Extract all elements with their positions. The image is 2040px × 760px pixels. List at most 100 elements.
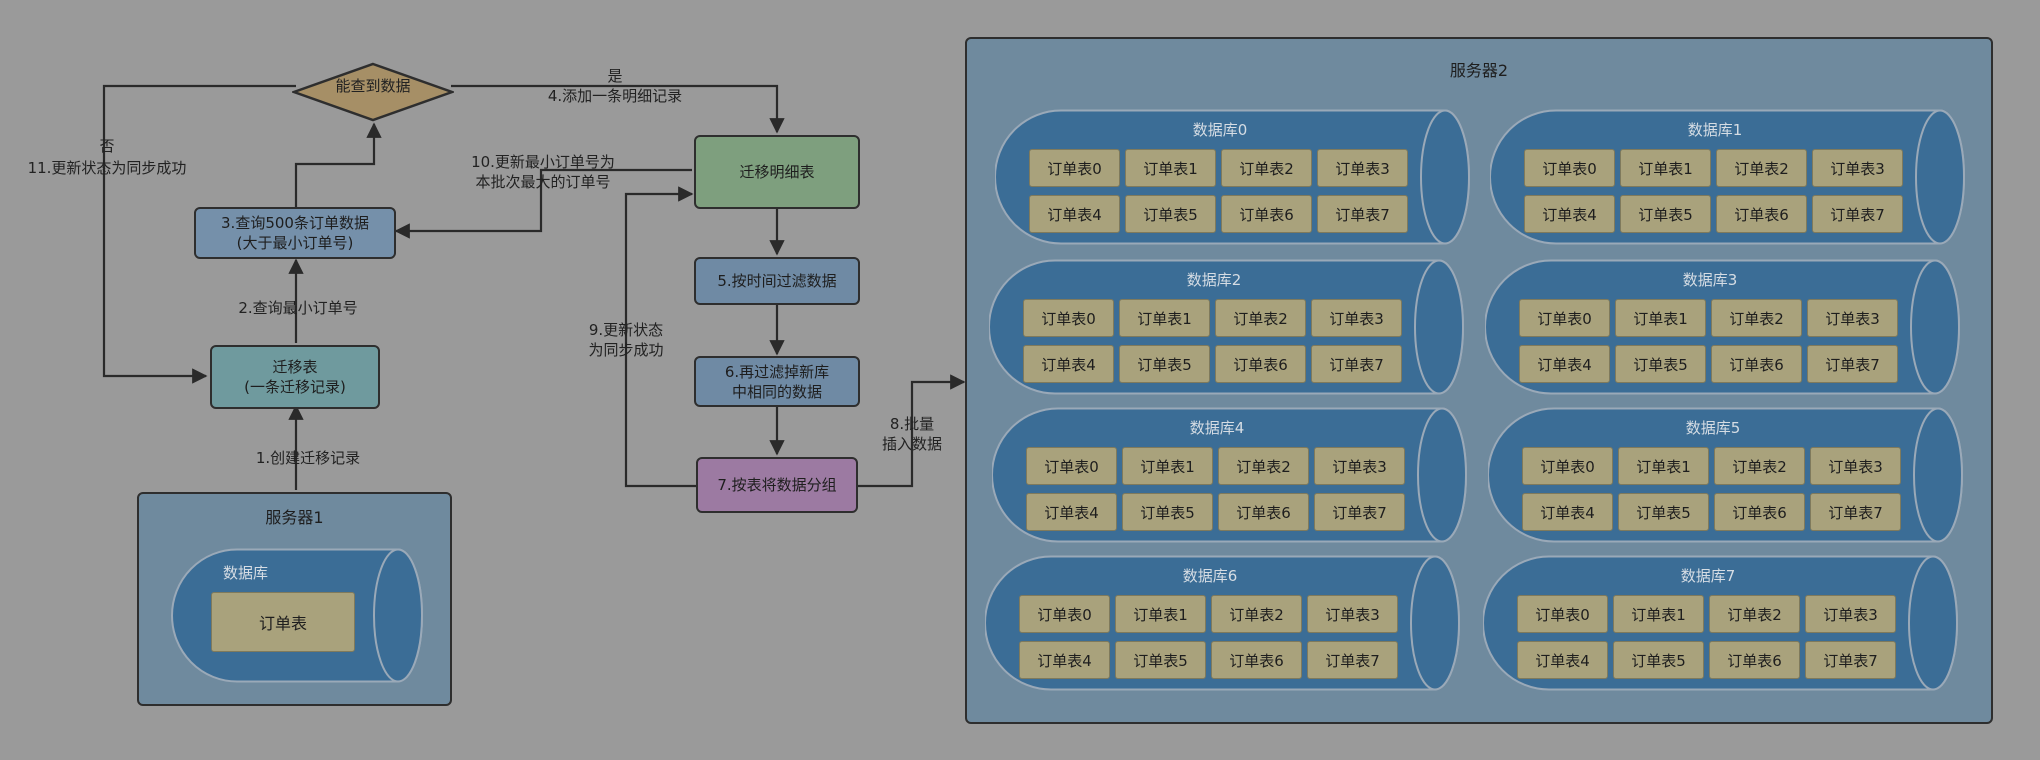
- order-table-1: 订单表1: [1620, 149, 1711, 187]
- order-table-6: 订单表6: [1218, 493, 1309, 531]
- order-table-2: 订单表2: [1709, 595, 1800, 633]
- order-table-4: 订单表4: [1029, 195, 1120, 233]
- order-table-6: 订单表6: [1711, 345, 1802, 383]
- edge-label-no: 否: [99, 137, 115, 155]
- order-table-2: 订单表2: [1215, 299, 1306, 337]
- order-table-6: 订单表6: [1709, 641, 1800, 679]
- order-table-6: 订单表6: [1215, 345, 1306, 383]
- order-table-7: 订单表7: [1812, 195, 1903, 233]
- server-2-title: 服务器2: [1449, 61, 1509, 80]
- order-table-7: 订单表7: [1807, 345, 1898, 383]
- edge-yes: [451, 84, 785, 134]
- database-0-title: 数据库0: [1192, 121, 1248, 139]
- order-table-3: 订单表3: [1805, 595, 1896, 633]
- edge-update-min: [394, 168, 692, 239]
- database-7-title: 数据库7: [1680, 567, 1736, 585]
- order-table-3: 订单表3: [1810, 447, 1901, 485]
- decision-label: 能查到数据: [335, 77, 411, 95]
- edge-query-decision: [294, 122, 382, 208]
- edge-label-update-success: 11.更新状态为同步成功: [27, 159, 187, 177]
- filter-duplicate-node: 6.再过滤掉新库 中相同的数据: [694, 356, 860, 407]
- order-table-5: 订单表5: [1115, 641, 1206, 679]
- migration-detail-node: 迁移明细表: [694, 135, 860, 209]
- order-table-2: 订单表2: [1221, 149, 1312, 187]
- edge-label-update-min: 10.更新最小订单号为 本批次最大的订单号: [471, 153, 615, 191]
- order-table-6: 订单表6: [1716, 195, 1807, 233]
- order-table-1: 订单表1: [1115, 595, 1206, 633]
- order-table-4: 订单表4: [1519, 345, 1610, 383]
- order-table-2: 订单表2: [1716, 149, 1807, 187]
- edge-no: [102, 84, 296, 384]
- order-table-0: 订单表0: [1517, 595, 1608, 633]
- order-table-3: 订单表3: [1807, 299, 1898, 337]
- order-table-0: 订单表0: [1522, 447, 1613, 485]
- migration-table-node: 迁移表 (一条迁移记录): [210, 345, 380, 409]
- database-cylinder: 数据库 订单表: [171, 548, 423, 683]
- server-1-title: 服务器1: [265, 508, 324, 527]
- server-1: 服务器1 数据库 订单表: [137, 492, 452, 706]
- order-table-7: 订单表7: [1805, 641, 1896, 679]
- order-table-3: 订单表3: [1317, 149, 1408, 187]
- database-4-title: 数据库4: [1189, 419, 1245, 437]
- order-table-5: 订单表5: [1618, 493, 1709, 531]
- order-table-2: 订单表2: [1714, 447, 1805, 485]
- order-table-7: 订单表7: [1311, 345, 1402, 383]
- order-table-4: 订单表4: [1524, 195, 1615, 233]
- order-table-2: 订单表2: [1218, 447, 1309, 485]
- edge-update-status: [624, 186, 696, 488]
- order-table-7: 订单表7: [1317, 195, 1408, 233]
- filter-time-node: 5.按时间过滤数据: [694, 257, 860, 305]
- order-table-5: 订单表5: [1119, 345, 1210, 383]
- order-table-1: 订单表1: [1618, 447, 1709, 485]
- order-table-4: 订单表4: [1026, 493, 1117, 531]
- database-title: 数据库: [223, 564, 269, 582]
- order-table-0: 订单表0: [1524, 149, 1615, 187]
- edge-label-batch-insert: 8.批量 插入数据: [881, 415, 942, 453]
- order-table-5: 订单表5: [1620, 195, 1711, 233]
- order-table-2: 订单表2: [1211, 595, 1302, 633]
- edge-label-add-detail: 4.添加一条明细记录: [547, 87, 683, 105]
- order-table-1: 订单表1: [1613, 595, 1704, 633]
- order-table-4: 订单表4: [1522, 493, 1613, 531]
- order-table-7: 订单表7: [1307, 641, 1398, 679]
- database-3-title: 数据库3: [1682, 271, 1738, 289]
- order-table-7: 订单表7: [1314, 493, 1405, 531]
- order-table-4: 订单表4: [1517, 641, 1608, 679]
- order-table-5: 订单表5: [1122, 493, 1213, 531]
- order-table-6: 订单表6: [1714, 493, 1805, 531]
- order-table-1: 订单表1: [1615, 299, 1706, 337]
- edge-label-update-status: 9.更新状态 为同步成功: [588, 321, 664, 359]
- order-table-6: 订单表6: [1211, 641, 1302, 679]
- database-2-title: 数据库2: [1186, 271, 1242, 289]
- decision-diamond: [292, 62, 454, 122]
- order-table-0: 订单表0: [1519, 299, 1610, 337]
- order-table-1: 订单表1: [1119, 299, 1210, 337]
- order-table-7: 订单表7: [1810, 493, 1901, 531]
- group-by-table-node: 7.按表将数据分组: [696, 457, 858, 513]
- edge-label-query-min: 2.查询最小订单号: [238, 299, 358, 317]
- order-table-0: 订单表0: [1029, 149, 1120, 187]
- edge-label-yes: 是: [607, 67, 623, 85]
- edge-label-create-record: 1.创建迁移记录: [255, 449, 361, 467]
- order-table-5: 订单表5: [1125, 195, 1216, 233]
- query-orders-node: 3.查询500条订单数据 (大于最小订单号): [194, 207, 396, 259]
- database-6-title: 数据库6: [1182, 567, 1238, 585]
- order-table-0: 订单表0: [1026, 447, 1117, 485]
- order-table-6: 订单表6: [1221, 195, 1312, 233]
